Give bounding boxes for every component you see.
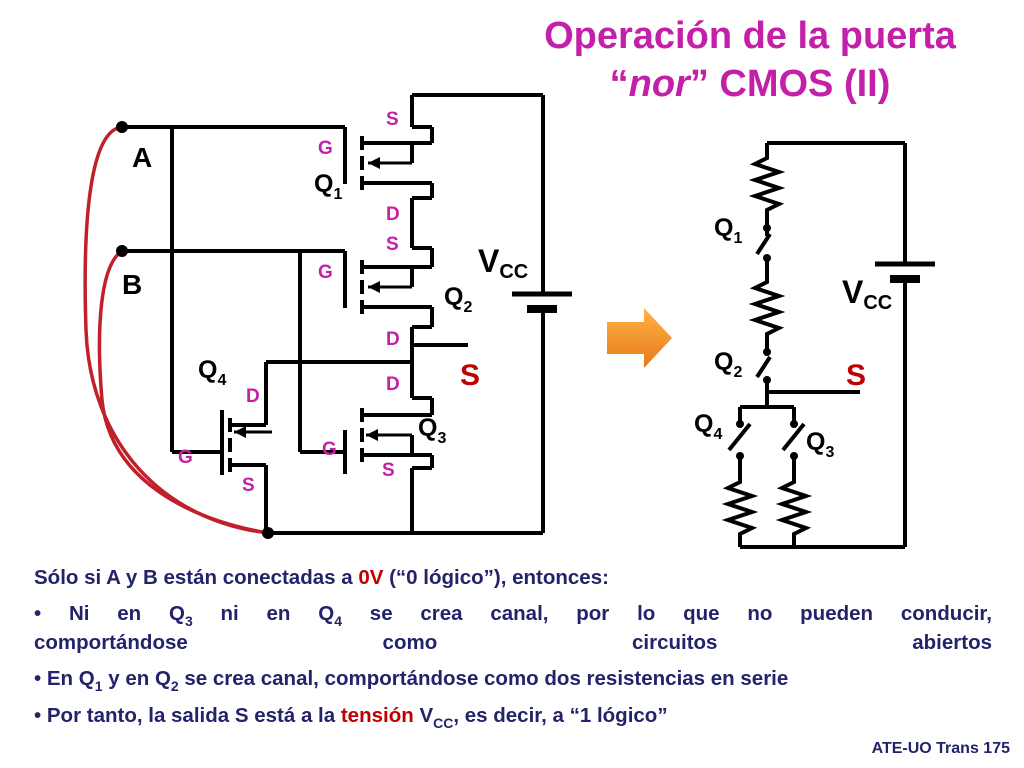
q1-name: Q1 (314, 170, 342, 203)
q3-d: D (386, 374, 400, 395)
q2-transistor (343, 246, 434, 329)
q2-d: D (386, 329, 400, 350)
bullet-1: • Ni en Q3 ni en Q4 se crea canal, por l… (34, 602, 992, 654)
right-q2-name: Q2 (714, 348, 742, 381)
resistor-q1 (748, 143, 786, 228)
right-q4-name: Q4 (694, 410, 722, 443)
battery-left (512, 291, 572, 313)
q4-g: G (178, 447, 193, 468)
slide-title: Operación de la puerta “nor” CMOS (II) (470, 12, 1024, 108)
ground-node (262, 527, 274, 539)
left-nor-circuit (83, 93, 572, 539)
arrow-right-icon (607, 308, 672, 368)
q3-g: G (322, 439, 337, 460)
bullet-2: • En Q1 y en Q2 se crea canal, comportán… (34, 667, 789, 694)
resistor-q4 (721, 474, 759, 547)
title-open-quote: “ (609, 63, 629, 105)
right-q3-name: Q3 (806, 428, 834, 461)
q3-name: Q3 (418, 414, 446, 447)
resistor-q3 (775, 474, 813, 547)
circuit-diagrams: A B S G Q1 D S G Q2 D VCC S Q4 D G S D Q… (83, 93, 935, 549)
left-labels: A B S G Q1 D S G Q2 D VCC S Q4 D G S D Q… (122, 109, 528, 496)
label-a: A (132, 142, 152, 173)
q1-transistor (343, 125, 434, 248)
vcc-left: VCC (478, 243, 528, 283)
output-s-left: S (460, 359, 480, 392)
q4-transistor (220, 410, 272, 482)
q2-s: S (386, 234, 399, 255)
switch-contacts (736, 224, 798, 460)
q2-g: G (318, 262, 333, 283)
intro-sentence: Sólo si A y B están conectadas a 0V (“0 … (34, 566, 609, 589)
terminal-b (116, 245, 128, 257)
q1-s: S (386, 109, 399, 130)
q4-name: Q4 (198, 356, 226, 389)
terminal-a (116, 121, 128, 133)
output-s-right: S (846, 359, 866, 392)
bullet-3: • Por tanto, la salida S está a la tensi… (34, 704, 668, 731)
title-nor: nor (628, 63, 690, 105)
rail-wires (122, 93, 545, 535)
q4-d: D (246, 386, 260, 407)
explanation-text: Sólo si A y B están conectadas a 0V (“0 … (34, 564, 992, 739)
title-line-1: Operación de la puerta (544, 15, 956, 57)
q1-d: D (386, 204, 400, 225)
resistor-q2 (748, 272, 786, 352)
q3-s: S (382, 460, 395, 481)
vcc-right: VCC (842, 274, 892, 314)
right-equivalent-circuit (721, 141, 935, 549)
q1-g: G (318, 138, 333, 159)
q2-name: Q2 (444, 283, 472, 316)
title-rest: ” CMOS (II) (689, 63, 891, 105)
right-labels: Q1 VCC Q2 S Q4 Q3 (694, 214, 892, 461)
input-wires (83, 125, 269, 535)
battery-right (875, 261, 935, 283)
q4-s: S (242, 475, 255, 496)
terminal-dots (116, 121, 274, 539)
q3-transistor (343, 362, 434, 474)
title-line-2: “nor” CMOS (II) (470, 60, 1024, 108)
right-q1-name: Q1 (714, 214, 742, 247)
label-b: B (122, 269, 142, 300)
slide-footer: ATE-UO Trans 175 (871, 740, 1010, 757)
